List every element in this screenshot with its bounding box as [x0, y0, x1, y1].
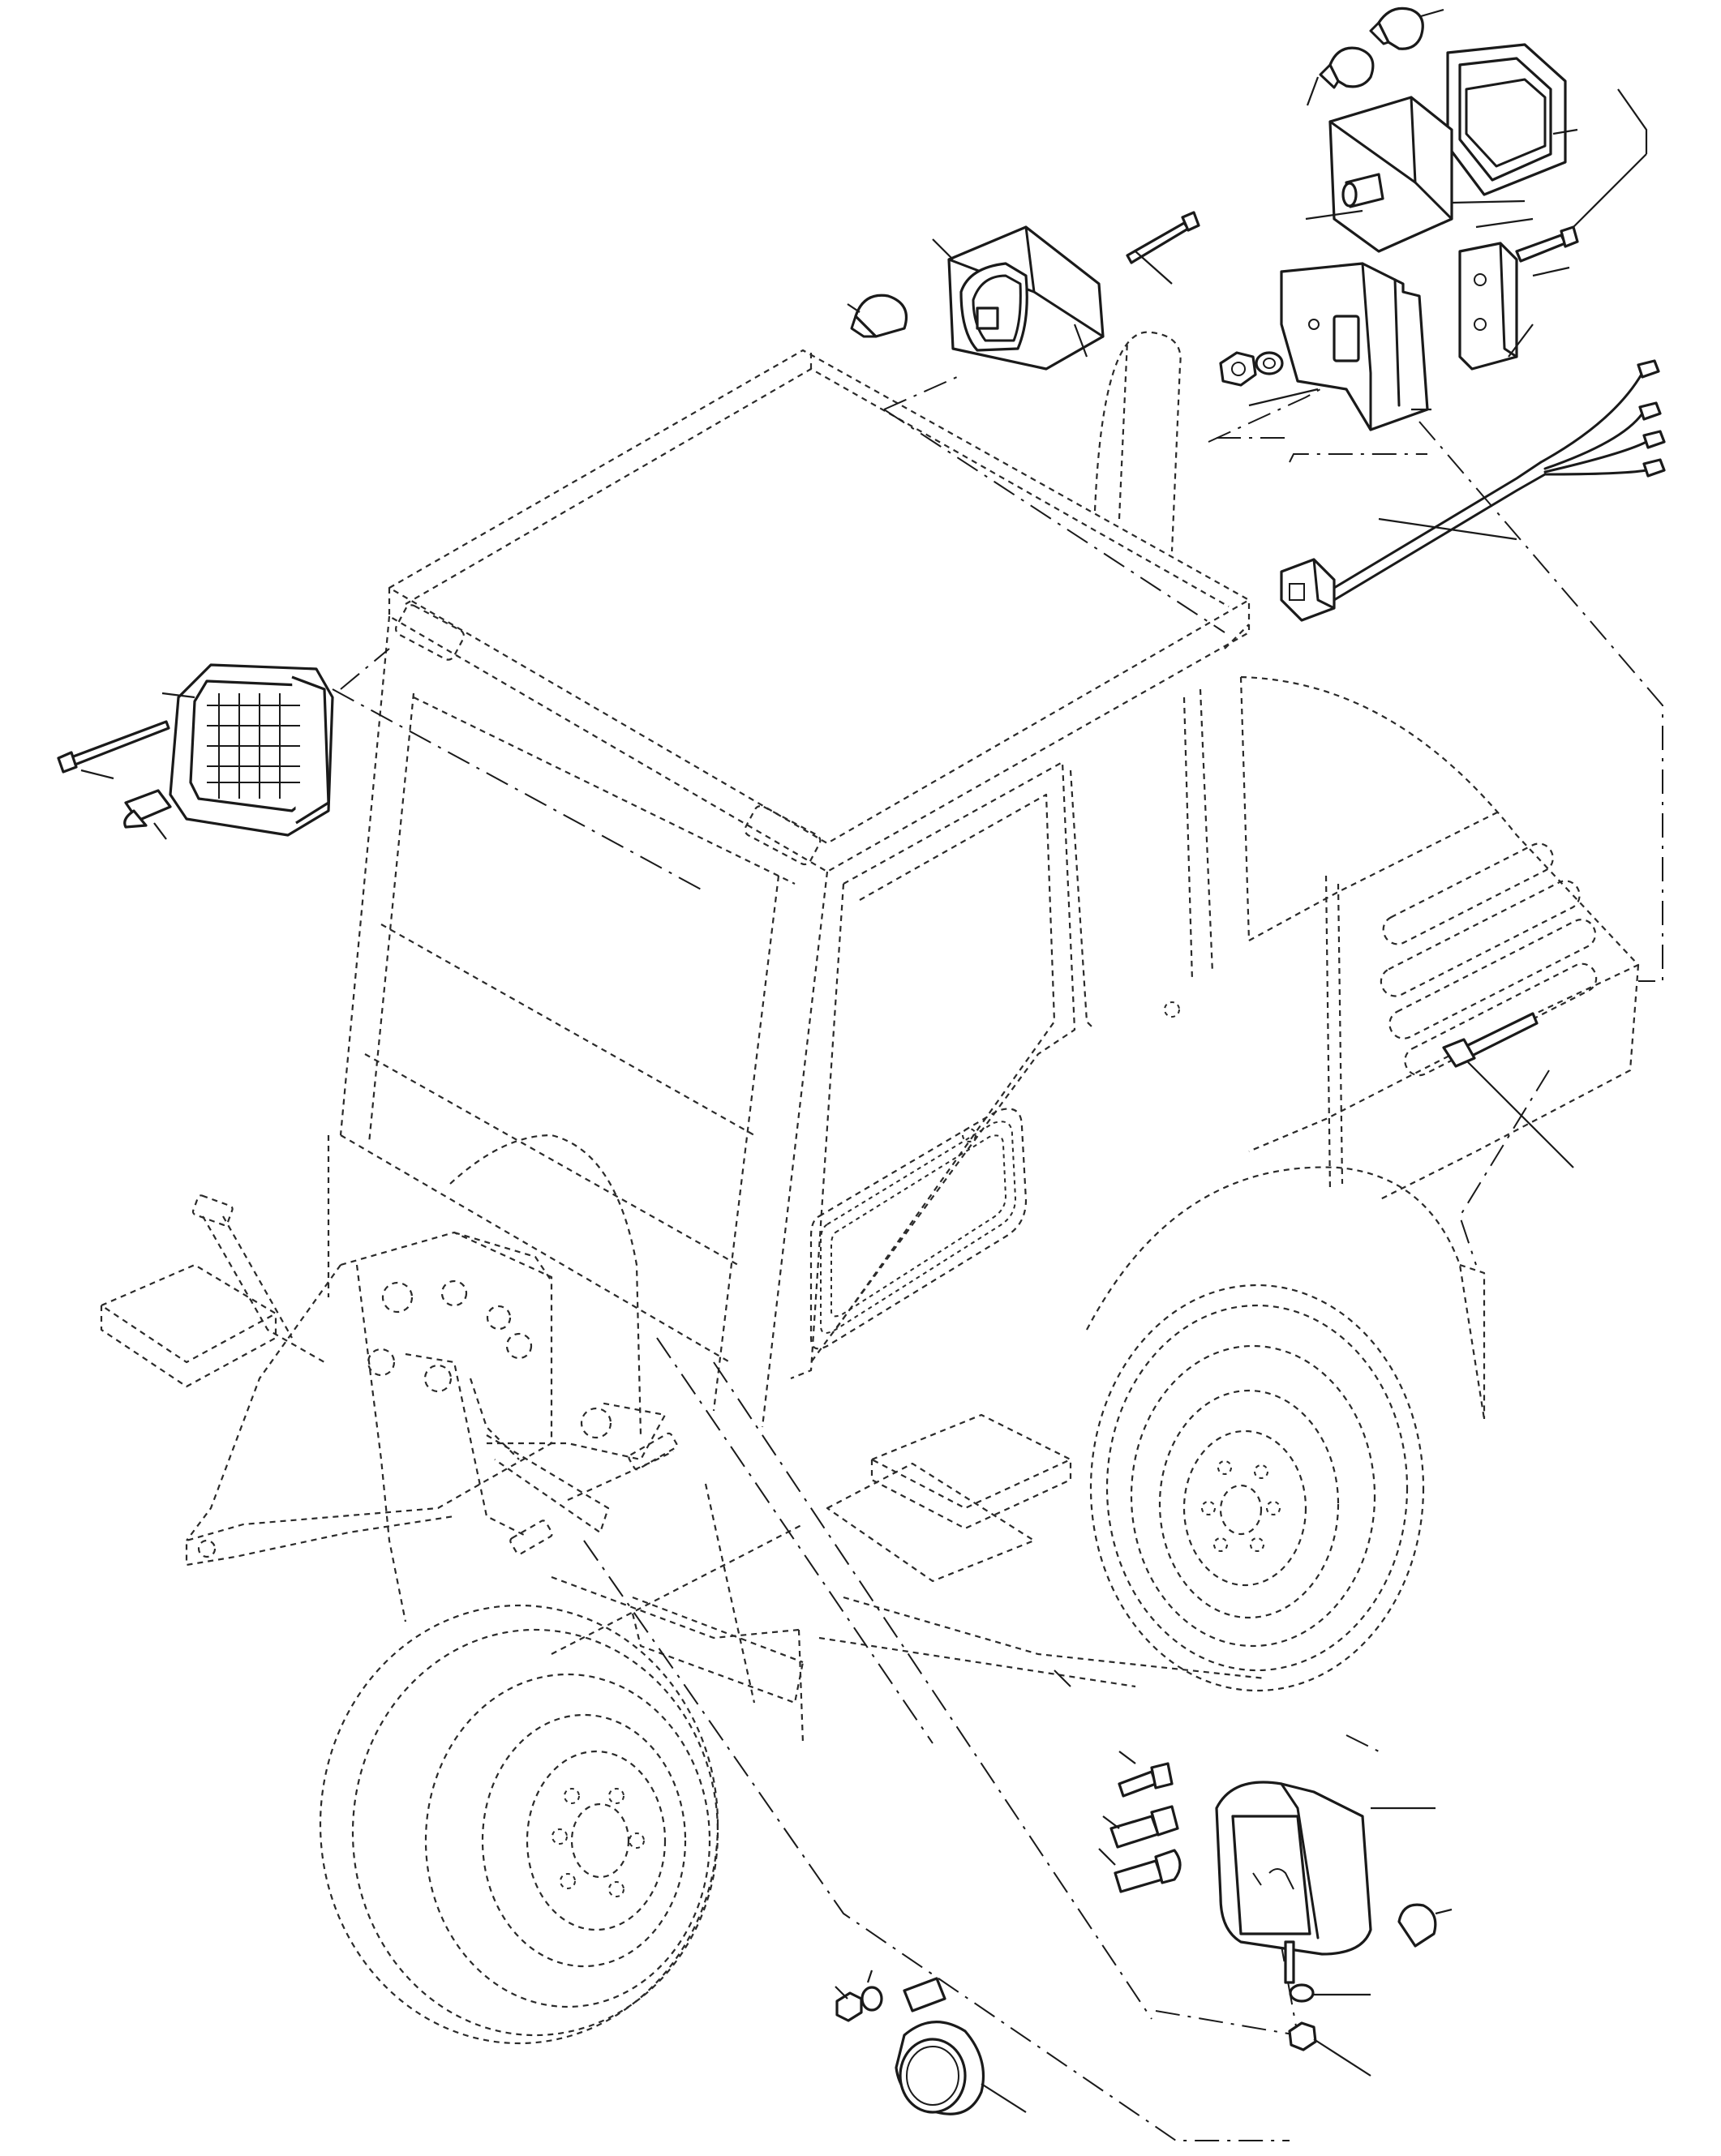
cab-front — [327, 615, 829, 1428]
screw-icon — [57, 720, 170, 774]
rear-combination-lamp[interactable] — [1219, 6, 1648, 431]
machine-outline — [100, 331, 1640, 2045]
lamp-grille-icon — [207, 693, 300, 799]
clamp-plate-icon — [1458, 242, 1518, 371]
screw-icon — [1126, 211, 1200, 264]
lamp-bracket[interactable] — [1280, 262, 1429, 431]
bulb-icon — [850, 294, 908, 338]
washer-icon — [1255, 351, 1284, 375]
lamp-body-icon — [1328, 96, 1453, 253]
nut-icon — [835, 1991, 863, 2022]
washer-icon — [1289, 1983, 1315, 2003]
rear-wheel — [1086, 1166, 1486, 1692]
mounting-bolt[interactable] — [1442, 1012, 1574, 1168]
front-combination-lamp[interactable] — [1098, 1751, 1453, 2077]
cab-door — [790, 624, 1251, 1380]
cab-steps — [826, 1413, 1072, 1583]
bulb-icon — [1109, 1805, 1179, 1849]
bulb-icon — [1118, 1762, 1174, 1798]
bulb-icon — [1114, 1849, 1182, 1893]
rear-work-lamp[interactable] — [847, 211, 1200, 371]
chassis — [551, 1483, 1266, 1704]
nut-icon — [1288, 2021, 1317, 2051]
front-wheel — [319, 1134, 805, 2045]
bulb-icon — [1369, 6, 1424, 50]
wiring-harness[interactable] — [1280, 359, 1666, 622]
lens-frame-icon — [1446, 43, 1567, 196]
horn[interactable] — [835, 1970, 1027, 2115]
bulb-icon — [1397, 1903, 1437, 1948]
washer-icon — [860, 1986, 883, 2012]
engine-hood — [1093, 331, 1640, 1201]
terminal-icon — [1637, 359, 1666, 478]
bulb-icon — [123, 789, 172, 829]
nut-icon — [1219, 351, 1257, 387]
bulb-icon — [1319, 46, 1375, 89]
screw-icon — [1515, 225, 1579, 263]
front-work-lamp[interactable] — [57, 663, 334, 840]
loader-frame — [100, 1194, 678, 1622]
cab-roof — [388, 349, 1251, 873]
